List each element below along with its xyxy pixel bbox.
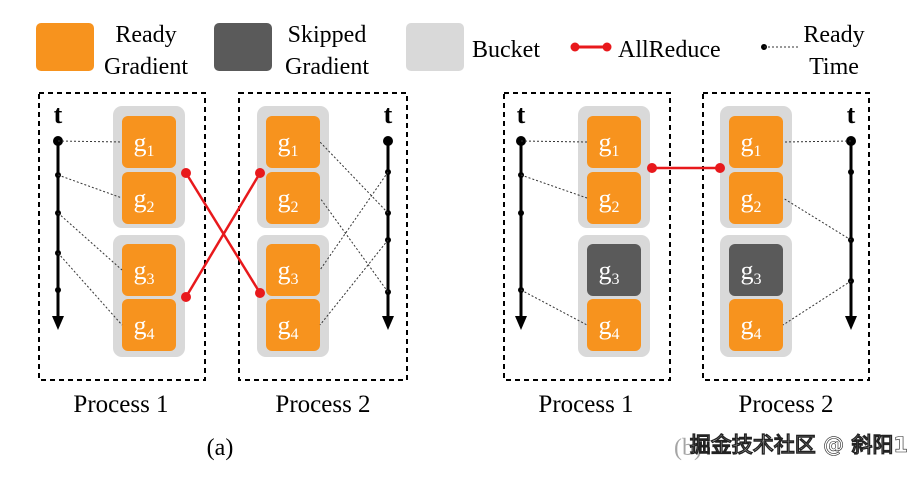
legend-bucket-label: Bucket bbox=[472, 37, 540, 63]
panel-b-process-1-gradient-2-subscript: 2 bbox=[612, 199, 620, 216]
legend-skipped-label-line2: Gradient bbox=[285, 54, 369, 80]
panel-b-process-1-ready-time-link-g1 bbox=[520, 140, 588, 143]
panel-b-process-2-frame bbox=[702, 92, 870, 381]
panel-b-allreduce-1-dot-start bbox=[647, 163, 657, 173]
panel-a-process-1-ready-time-dot-4 bbox=[55, 287, 61, 293]
panel-a-process-1-time-axis-arrowhead bbox=[52, 316, 64, 330]
panel-a-process-1-ready-time-link-g3 bbox=[57, 212, 123, 271]
legend-ready-time-label-line2: Time bbox=[809, 54, 859, 80]
legend-ready-time-label-line1: Ready bbox=[803, 22, 864, 48]
panel-a-process-1-gradient-4-subscript: 4 bbox=[147, 326, 155, 343]
legend-allreduce-label: AllReduce bbox=[618, 37, 721, 63]
panel-b-caption: (b) bbox=[674, 435, 702, 461]
panel-a-process-1-label: Process 1 bbox=[73, 391, 168, 418]
panel-a-process-2-frame bbox=[238, 92, 408, 381]
panel-b-process-1-gradient-3-subscript: 3 bbox=[612, 271, 620, 288]
panel-a-process-1-ready-time-link-g1 bbox=[57, 140, 123, 143]
legend-skipped-swatch bbox=[214, 23, 272, 71]
panel-b-process-2-label: Process 2 bbox=[738, 391, 833, 418]
panel-b-process-2-time-axis-arrowhead bbox=[845, 316, 857, 330]
panel-a-process-2-ready-time-link-g4 bbox=[319, 239, 389, 326]
panel-b-process-2-ready-time-dot-1 bbox=[848, 169, 854, 175]
panel-a-process-1-gradient-1-subscript: 1 bbox=[147, 143, 155, 160]
panel-a-process-2-gradient-4-box bbox=[266, 299, 320, 351]
panel-b-process-1-gradient-4-box bbox=[587, 299, 641, 351]
panel-b-process-1-ready-time-link-g4 bbox=[520, 289, 588, 326]
panel-a-allreduce-2-dot-end bbox=[255, 168, 265, 178]
panel-a-process-2-time-axis-start-dot bbox=[383, 136, 393, 146]
panel-a-process-2-gradient-2-subscript: 2 bbox=[291, 199, 299, 216]
panel-b-process-2-ready-time-link-g1 bbox=[782, 140, 852, 143]
panel-a-process-2-gradient-4-subscript: 4 bbox=[291, 326, 299, 343]
panel-a-process-1-gradient-3-box bbox=[122, 244, 176, 296]
panel-a-process-2-gradient-1-box bbox=[266, 116, 320, 168]
panel-b-process-1-time-axis-label: t bbox=[517, 100, 526, 129]
panel-b-process-1-time-axis-arrowhead bbox=[515, 316, 527, 330]
panel-a-caption: (a) bbox=[207, 435, 234, 461]
legend-ready-swatch bbox=[36, 23, 94, 71]
legend-ready-label-line1: Ready bbox=[115, 22, 176, 48]
panel-b-process-2-ready-time-link-g4 bbox=[782, 280, 852, 326]
panel-b-process-1-ready-time-link-g2 bbox=[520, 174, 588, 199]
legend: Ready Gradient Skipped Gradient Bucket A… bbox=[36, 22, 865, 80]
panel-a-process-1-gradient-2-box bbox=[122, 172, 176, 224]
panel-a-process-2-gradient-1-subscript: 1 bbox=[291, 143, 299, 160]
panel-a-allreduce-1-dot-start bbox=[181, 168, 191, 178]
legend-ready-label-line2: Gradient bbox=[104, 54, 188, 80]
panel-a-process-2-ready-time-link-g3 bbox=[319, 171, 389, 271]
legend-allreduce-dot-left bbox=[570, 42, 580, 52]
panel-a-process-1-ready-time-link-g4 bbox=[57, 252, 123, 326]
panel-b-process-2-gradient-1-subscript: 1 bbox=[754, 143, 762, 160]
panel-a-process-2-gradient-2-box bbox=[266, 172, 320, 224]
panel-b-process-2-gradient-4-subscript: 4 bbox=[754, 326, 762, 343]
panel-b-process-1-gradient-1-box bbox=[587, 116, 641, 168]
panel-b-process-2-gradient-2-subscript: 2 bbox=[754, 199, 762, 216]
panel-a-process-2-ready-time-link-g2 bbox=[319, 197, 389, 293]
panel-b-process-2-gradient-3-box bbox=[729, 244, 783, 296]
panel-a-process-1-gradient-1-box bbox=[122, 116, 176, 168]
panel-a-process-1-ready-time-link-g2 bbox=[57, 174, 123, 199]
watermark: 掘金技术社区 @ 斜阳1 bbox=[690, 433, 908, 457]
panel-a-process-1-gradient-2-subscript: 2 bbox=[147, 199, 155, 216]
panel-a-process-2-time-axis-label: t bbox=[384, 100, 393, 129]
panel-b-process-2-gradient-1-box bbox=[729, 116, 783, 168]
panel-b-allreduce-1-dot-end bbox=[715, 163, 725, 173]
panel-b-process-2-gradient-4-box bbox=[729, 299, 783, 351]
panel-a-process-2-gradient-3-subscript: 3 bbox=[291, 271, 299, 288]
panel-b-process-1-ready-time-dot-2 bbox=[518, 210, 524, 216]
panel-b-process-1-gradient-1-subscript: 1 bbox=[612, 143, 620, 160]
panel-a-process-2-time-axis-arrowhead bbox=[382, 316, 394, 330]
panel-b-process-2-ready-time-link-g2 bbox=[782, 197, 852, 241]
panel-b-process-1-label: Process 1 bbox=[538, 391, 633, 418]
panel-a-process-2-label: Process 2 bbox=[275, 391, 370, 418]
panel-a-process-2-ready-time-link-g1 bbox=[319, 141, 389, 214]
panel-b-process-1-frame bbox=[503, 92, 671, 381]
panel-a-allreduce-2-line bbox=[184, 172, 262, 298]
legend-skipped-label-line1: Skipped bbox=[288, 22, 367, 48]
legend-bucket-swatch bbox=[406, 23, 464, 71]
panel-b-process-1-gradient-4-subscript: 4 bbox=[612, 326, 620, 343]
panel-b-process-2-time-axis-label: t bbox=[847, 100, 856, 129]
panel-b-process-2-gradient-3-subscript: 3 bbox=[754, 271, 762, 288]
panel-a-process-1-gradient-4-box bbox=[122, 299, 176, 351]
panel-b-process-1-gradient-3-box bbox=[587, 244, 641, 296]
legend-allreduce-dot-right bbox=[602, 42, 612, 52]
panel-b-process-2-gradient-2-box bbox=[729, 172, 783, 224]
panel-b-process-1-gradient-2-box bbox=[587, 172, 641, 224]
panel-a-allreduce-1-dot-end bbox=[255, 288, 265, 298]
panel-a-process-1-gradient-3-subscript: 3 bbox=[147, 271, 155, 288]
panel-a-process-2-gradient-3-box bbox=[266, 244, 320, 296]
panel-a-allreduce-2-dot-start bbox=[181, 292, 191, 302]
panel-a-process-1-time-axis-label: t bbox=[54, 100, 63, 129]
panel-a-process-1-frame bbox=[38, 92, 206, 381]
